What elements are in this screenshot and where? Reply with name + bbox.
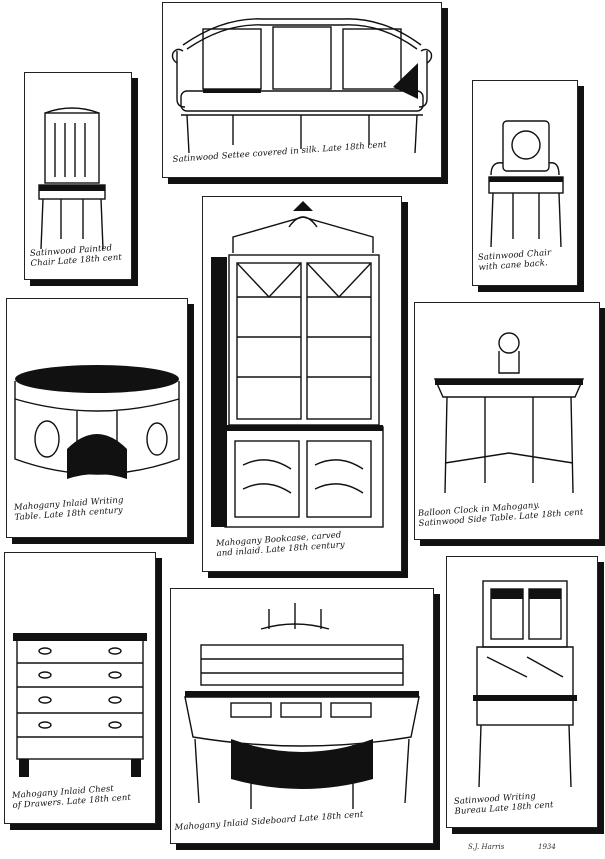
writing-table-panel: Mahogany Inlaid Writing Table. Late 18th… (6, 298, 188, 538)
sideboard-panel: Mahogany Inlaid Sideboard Late 18th cent (170, 588, 434, 844)
settee-illustration (171, 18, 433, 154)
bookcase-illustration (211, 201, 384, 528)
side-chair-illustration (38, 107, 106, 250)
side-table-panel: Balloon Clock in Mahogany. Satinwood Sid… (414, 302, 600, 540)
bureau-panel: Satinwood Writing Bureau Late 18th cent (446, 556, 598, 828)
cane-chair-panel: Satinwood Chair with cane back. (472, 80, 578, 286)
side-chair-panel: Satinwood Painted Chair Late 18th cent (24, 72, 132, 280)
artist-signature: S.J. Harris (468, 843, 505, 851)
date-mark: 1934 (538, 843, 556, 851)
chest-illustration (13, 633, 147, 777)
bookcase-panel: Mahogany Bookcase, carved and inlaid. La… (202, 196, 402, 572)
settee-panel: Satinwood Settee covered in silk. Late 1… (162, 2, 442, 178)
side-table-illustration (433, 332, 585, 494)
sideboard-illustration (184, 603, 420, 809)
bureau-illustration (473, 580, 577, 788)
chest-panel: Mahogany Inlaid Chest of Drawers. Late 1… (4, 552, 156, 824)
cane-chair-illustration (488, 120, 564, 248)
writing-table-illustration (14, 365, 180, 479)
